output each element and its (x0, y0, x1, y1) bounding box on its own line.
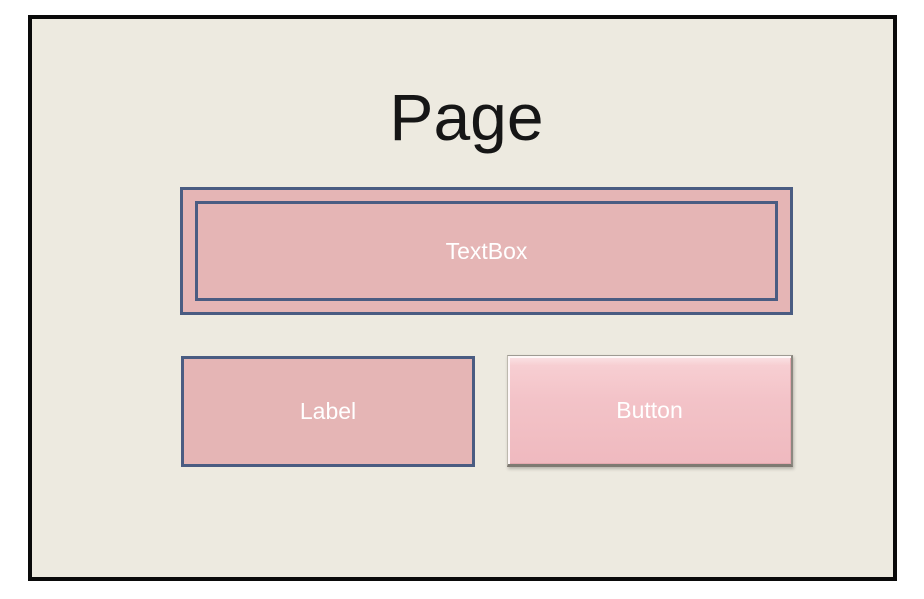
textbox-inner-border[interactable]: TextBox (195, 201, 778, 301)
button-control[interactable]: Button (507, 355, 793, 467)
label-control-text: Label (299, 398, 357, 424)
button-control-text: Button (616, 396, 683, 423)
textbox-control[interactable]: TextBox (180, 187, 793, 315)
page-frame: Page TextBox Label Button (28, 15, 897, 581)
page-title: Page (389, 80, 544, 154)
label-control: Label (181, 356, 475, 467)
textbox-label: TextBox (445, 237, 528, 264)
